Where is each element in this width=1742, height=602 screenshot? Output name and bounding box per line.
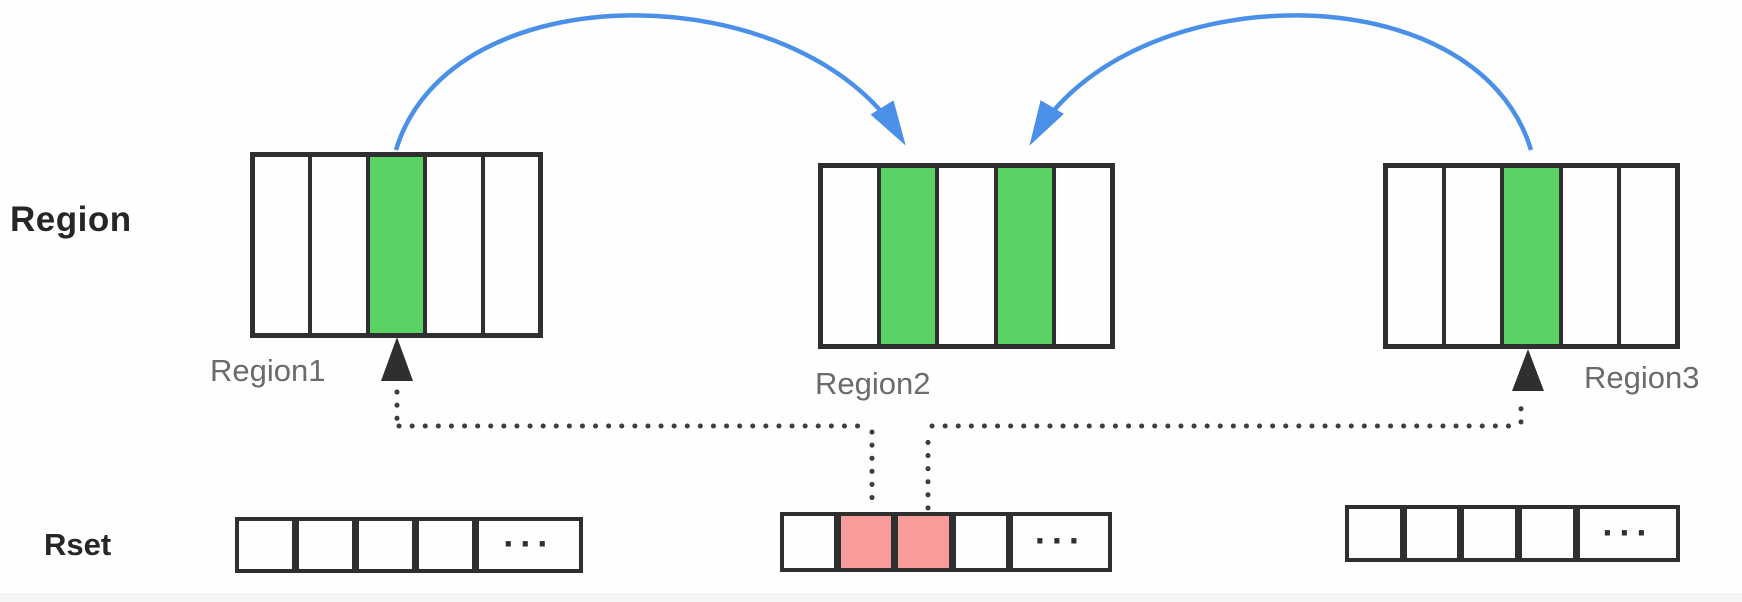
region1-cell-2 <box>308 157 366 333</box>
up-arrowhead-region3 <box>1512 349 1544 391</box>
rset1-cell-3 <box>354 517 416 573</box>
rset3-cell-1 <box>1345 505 1404 562</box>
rset3-cell-5: ··· <box>1575 505 1680 562</box>
region3-cell-1 <box>1388 168 1443 344</box>
region2-box <box>818 163 1115 349</box>
region-row-label: Region <box>10 200 132 239</box>
rset2-cell-2 <box>837 512 896 572</box>
rset2-cell-5: ··· <box>1008 512 1113 572</box>
rset3-cell-2 <box>1402 505 1462 562</box>
region3-caption: Region3 <box>1584 360 1700 395</box>
region3-cell-4 <box>1558 168 1617 344</box>
region3-cell-2 <box>1442 168 1501 344</box>
rset1-cell-2 <box>294 517 356 573</box>
rset1-cell-4 <box>414 517 476 573</box>
dotted-connector-rset2-to-region1 <box>394 389 875 511</box>
region3-cell-3 <box>1500 168 1559 344</box>
rset3-cell-4 <box>1518 505 1577 562</box>
region1-box <box>250 152 543 338</box>
region2-cell-5 <box>1051 168 1111 344</box>
rset3-cell-3 <box>1460 505 1520 562</box>
rset2-box: ··· <box>780 512 1113 572</box>
rset2-cell-3 <box>894 512 953 572</box>
region2-cell-2 <box>877 168 936 344</box>
rset2-cell-1 <box>780 512 839 572</box>
region1-cell-3 <box>365 157 424 333</box>
region2-cell-1 <box>823 168 878 344</box>
rset1-cell-1 <box>235 517 296 573</box>
rset1-cell-5: ··· <box>474 517 583 573</box>
region2-caption: Region2 <box>815 366 931 401</box>
region1-caption: Region1 <box>210 353 326 388</box>
blue-arc-arrow-region1-to-region2 <box>393 13 906 151</box>
region3-cell-5 <box>1616 168 1676 344</box>
region2-cell-4 <box>993 168 1052 344</box>
up-arrowhead-region1 <box>381 337 413 381</box>
region1-cell-1 <box>255 157 309 333</box>
region1-cell-4 <box>423 157 481 333</box>
blue-arc-arrow-region3-to-region2 <box>1029 13 1534 151</box>
rset1-box: ··· <box>235 517 583 573</box>
bottom-shadow-band <box>0 593 1742 602</box>
rset-row-label: Rset <box>44 527 112 562</box>
rset3-box: ··· <box>1345 505 1680 562</box>
dotted-connector-rset2-to-region3 <box>925 393 1524 511</box>
region2-cell-3 <box>935 168 994 344</box>
region3-box <box>1383 163 1680 349</box>
region1-cell-5 <box>480 157 539 333</box>
rset2-cell-4 <box>951 512 1010 572</box>
